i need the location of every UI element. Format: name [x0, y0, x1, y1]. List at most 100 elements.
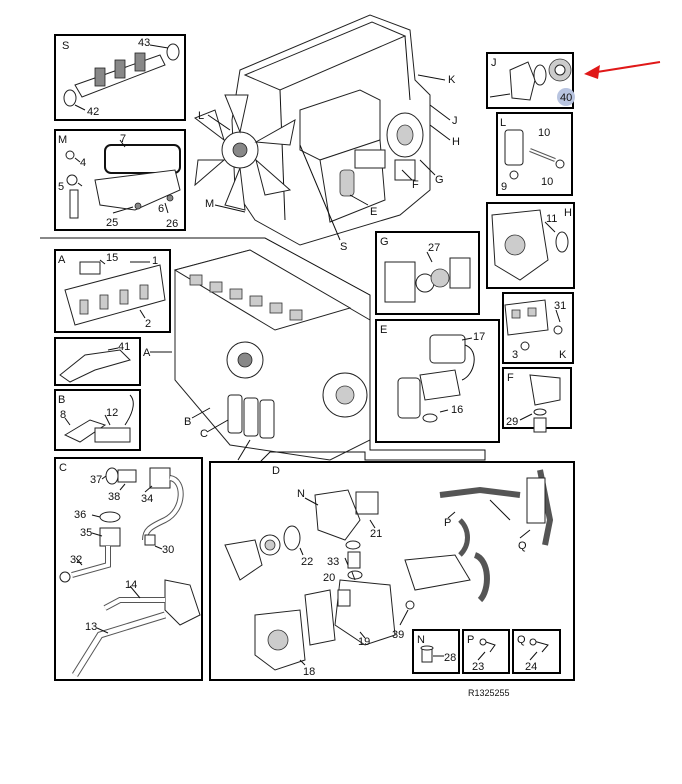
box-s: S 43 42 [54, 34, 186, 121]
engine-callout-labels: K J H G F E S M L [198, 74, 460, 253]
callout-b: B [184, 416, 191, 428]
svg-text:35: 35 [80, 527, 92, 539]
box-e: E 17 16 [375, 319, 500, 443]
svg-text:10: 10 [541, 176, 553, 188]
svg-text:N: N [297, 488, 305, 500]
svg-text:8: 8 [60, 409, 66, 421]
svg-text:17: 17 [473, 331, 485, 343]
fan [193, 94, 296, 211]
callout-f: F [412, 179, 419, 191]
box-p: P 23 [462, 629, 510, 674]
svg-text:14: 14 [125, 579, 137, 591]
box-f: F 29 [502, 367, 572, 433]
red-indicator-arrow [584, 61, 661, 79]
svg-text:P: P [467, 634, 474, 646]
svg-text:28: 28 [444, 652, 456, 664]
box-a: A 15 1 2 [54, 249, 171, 333]
callout-e: E [370, 206, 377, 218]
svg-text:32: 32 [70, 554, 82, 566]
box-j: J 40 [486, 52, 575, 109]
svg-text:1: 1 [152, 255, 158, 267]
svg-text:10: 10 [538, 127, 550, 139]
svg-text:24: 24 [525, 661, 537, 673]
svg-text:M: M [58, 134, 67, 146]
svg-text:F: F [507, 372, 514, 384]
svg-text:36: 36 [74, 509, 86, 521]
svg-text:7: 7 [120, 133, 126, 145]
callout-c: C [200, 428, 208, 440]
svg-text:P: P [444, 517, 451, 529]
svg-text:C: C [59, 462, 67, 474]
box-n: N 28 [412, 629, 460, 674]
svg-text:41: 41 [118, 341, 130, 353]
svg-text:34: 34 [141, 493, 153, 505]
box-h: H 11 [486, 202, 575, 289]
box-g: G 27 [375, 231, 480, 315]
svg-text:4: 4 [80, 157, 86, 169]
box-m: M 7 4 5 6 25 26 [54, 129, 186, 231]
svg-text:26: 26 [166, 218, 178, 230]
callout-s: S [340, 241, 347, 253]
svg-text:6: 6 [158, 203, 164, 215]
svg-text:33: 33 [327, 556, 339, 568]
svg-text:16: 16 [451, 404, 463, 416]
svg-text:39: 39 [392, 629, 404, 641]
svg-text:3: 3 [512, 349, 518, 361]
svg-text:J: J [491, 57, 497, 69]
svg-text:S: S [62, 40, 69, 52]
svg-text:31: 31 [554, 300, 566, 312]
svg-text:E: E [380, 324, 387, 336]
svg-text:22: 22 [301, 556, 313, 568]
upper-engine-illustration [193, 14, 451, 246]
part-40-highlight [557, 88, 575, 106]
svg-text:20: 20 [323, 572, 335, 584]
svg-text:37: 37 [90, 474, 102, 486]
callout-k: K [448, 74, 456, 86]
svg-text:9: 9 [501, 181, 507, 193]
reference-number: R1325255 [468, 688, 510, 698]
svg-text:23: 23 [472, 661, 484, 673]
svg-text:L: L [500, 117, 506, 129]
callout-l: L [198, 110, 204, 122]
box-d: D N 21 22 [209, 461, 575, 681]
svg-text:K: K [559, 349, 567, 361]
svg-text:43: 43 [138, 37, 150, 49]
svg-text:40: 40 [560, 92, 572, 104]
svg-text:2: 2 [145, 318, 151, 330]
svg-text:38: 38 [108, 491, 120, 503]
box-c: C 37 38 34 36 35 30 32 14 13 [54, 457, 203, 681]
box-l: L 10 10 9 [496, 112, 573, 196]
svg-text:19: 19 [358, 636, 370, 648]
svg-text:G: G [380, 236, 389, 248]
svg-text:42: 42 [87, 106, 99, 118]
callout-g: G [435, 174, 444, 186]
svg-text:11: 11 [546, 213, 557, 225]
svg-text:30: 30 [162, 544, 174, 556]
svg-text:29: 29 [506, 416, 518, 428]
svg-text:15: 15 [106, 252, 118, 264]
svg-text:H: H [564, 207, 572, 219]
box-b: B 8 12 [54, 389, 141, 451]
svg-text:B: B [58, 394, 65, 406]
svg-text:12: 12 [106, 407, 118, 419]
svg-text:25: 25 [106, 217, 118, 229]
svg-text:Q: Q [517, 634, 526, 646]
box-a2: 41 [54, 337, 141, 386]
callout-j: J [452, 115, 458, 127]
callout-h: H [452, 136, 460, 148]
svg-text:18: 18 [303, 666, 315, 678]
svg-text:N: N [417, 634, 425, 646]
svg-text:27: 27 [428, 242, 440, 254]
callout-m: M [205, 198, 214, 210]
box-k: 31 3 K [502, 292, 574, 364]
svg-text:A: A [58, 254, 66, 266]
svg-text:13: 13 [85, 621, 97, 633]
svg-text:Q: Q [518, 540, 527, 552]
box-q: Q 24 [512, 629, 561, 674]
callout-a: A [143, 347, 151, 359]
svg-text:D: D [272, 465, 280, 477]
svg-text:21: 21 [370, 528, 382, 540]
lower-engine-illustration [40, 237, 486, 521]
svg-text:5: 5 [58, 181, 64, 193]
